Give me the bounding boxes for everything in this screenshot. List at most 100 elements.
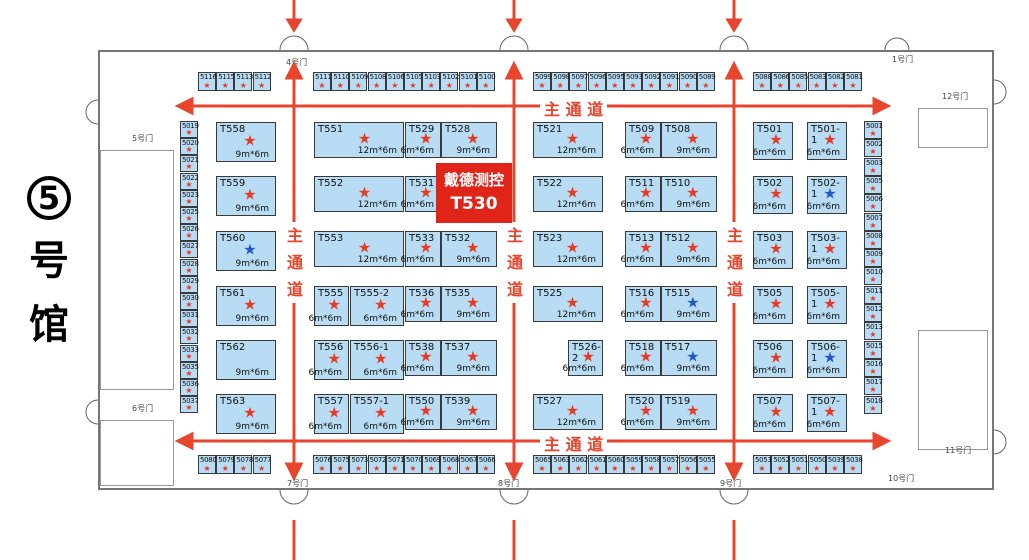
perimeter-booth-5069[interactable]: 5069★ <box>422 455 441 474</box>
perimeter-booth-5111[interactable]: 5111★ <box>313 72 332 91</box>
perimeter-booth-5006[interactable]: 5006★ <box>864 194 883 213</box>
perimeter-booth-5028[interactable]: 5028★ <box>180 258 199 276</box>
perimeter-booth-5053[interactable]: 5053★ <box>753 455 772 474</box>
perimeter-booth-5099[interactable]: 5099★ <box>533 72 552 91</box>
perimeter-booth-5079[interactable]: 5079★ <box>216 455 235 474</box>
perimeter-booth-5035[interactable]: 5035★ <box>180 361 199 379</box>
perimeter-booth-5078[interactable]: 5078★ <box>234 455 253 474</box>
perimeter-booth-5062[interactable]: 5062★ <box>569 455 588 474</box>
perimeter-booth-5080[interactable]: 5080★ <box>198 455 217 474</box>
perimeter-booth-5058[interactable]: 5058★ <box>642 455 661 474</box>
perimeter-booth-5102[interactable]: 5102★ <box>440 72 459 91</box>
perimeter-booth-5005[interactable]: 5005★ <box>864 175 883 194</box>
perimeter-booth-5090[interactable]: 5090★ <box>678 72 698 91</box>
perimeter-booth-5100[interactable]: 5100★ <box>476 72 496 91</box>
perimeter-booth-5096[interactable]: 5096★ <box>587 72 607 91</box>
perimeter-booth-5083[interactable]: 5083★ <box>807 72 827 91</box>
perimeter-booth-5059[interactable]: 5059★ <box>624 455 643 474</box>
perimeter-booth-5116[interactable]: 5116★ <box>198 72 217 91</box>
perimeter-booth-5065[interactable]: 5065★ <box>533 455 552 474</box>
perimeter-booth-5017[interactable]: 5017★ <box>864 377 883 396</box>
perimeter-booth-5037[interactable]: 5037★ <box>180 396 199 414</box>
perimeter-booth-5056[interactable]: 5056★ <box>678 455 698 474</box>
perimeter-booth-5016[interactable]: 5016★ <box>864 358 883 377</box>
perimeter-booth-5030[interactable]: 5030★ <box>180 293 199 310</box>
perimeter-booth-5075[interactable]: 5075★ <box>331 455 350 474</box>
perimeter-booth-5026[interactable]: 5026★ <box>180 224 199 242</box>
perimeter-booth-5050[interactable]: 5050★ <box>807 455 827 474</box>
perimeter-booth-5022[interactable]: 5022★ <box>180 172 199 190</box>
perimeter-booth-5021[interactable]: 5021★ <box>180 155 199 173</box>
perimeter-booth-5061[interactable]: 5061★ <box>587 455 607 474</box>
perimeter-booth-5063[interactable]: 5063★ <box>551 455 570 474</box>
perimeter-booth-5105[interactable]: 5105★ <box>404 72 423 91</box>
perimeter-booth-5097[interactable]: 5097★ <box>569 72 588 91</box>
perimeter-booth-5013[interactable]: 5013★ <box>864 322 883 341</box>
perimeter-booth-5109[interactable]: 5109★ <box>349 72 368 91</box>
perimeter-booth-5031[interactable]: 5031★ <box>180 310 199 328</box>
perimeter-booth-5039[interactable]: 5039★ <box>825 455 845 474</box>
perimeter-booth-5072[interactable]: 5072★ <box>367 455 387 474</box>
perimeter-booth-5009[interactable]: 5009★ <box>864 249 883 268</box>
perimeter-booth-5057[interactable]: 5057★ <box>660 455 679 474</box>
perimeter-booth-5001[interactable]: 5001★ <box>864 121 883 139</box>
perimeter-booth-5071[interactable]: 5071★ <box>385 455 405 474</box>
perimeter-booth-5113[interactable]: 5113★ <box>234 72 253 91</box>
perimeter-booth-5015[interactable]: 5015★ <box>864 340 883 359</box>
perimeter-booth-5077[interactable]: 5077★ <box>252 455 272 474</box>
perimeter-booth-5088[interactable]: 5088★ <box>753 72 772 91</box>
highlight-booth-box[interactable]: 戴德测控 T530 <box>436 163 512 223</box>
perimeter-booth-5092[interactable]: 5092★ <box>642 72 661 91</box>
perimeter-booth-5112[interactable]: 5112★ <box>252 72 272 91</box>
perimeter-booth-5025[interactable]: 5025★ <box>180 207 199 224</box>
perimeter-booth-5020[interactable]: 5020★ <box>180 138 199 156</box>
perimeter-booth-5110[interactable]: 5110★ <box>331 72 350 91</box>
perimeter-booth-5091[interactable]: 5091★ <box>660 72 679 91</box>
perimeter-booth-5070[interactable]: 5070★ <box>404 455 423 474</box>
perimeter-booth-5055[interactable]: 5055★ <box>696 455 716 474</box>
perimeter-booth-5002[interactable]: 5002★ <box>864 139 883 158</box>
perimeter-booth-5038[interactable]: 5038★ <box>844 455 863 474</box>
perimeter-booth-5086[interactable]: 5086★ <box>771 72 790 91</box>
perimeter-booth-5067[interactable]: 5067★ <box>458 455 478 474</box>
perimeter-booth-5103[interactable]: 5103★ <box>422 72 441 91</box>
perimeter-booth-5101[interactable]: 5101★ <box>458 72 478 91</box>
perimeter-booth-5076[interactable]: 5076★ <box>313 455 332 474</box>
perimeter-booth-5066[interactable]: 5066★ <box>476 455 496 474</box>
